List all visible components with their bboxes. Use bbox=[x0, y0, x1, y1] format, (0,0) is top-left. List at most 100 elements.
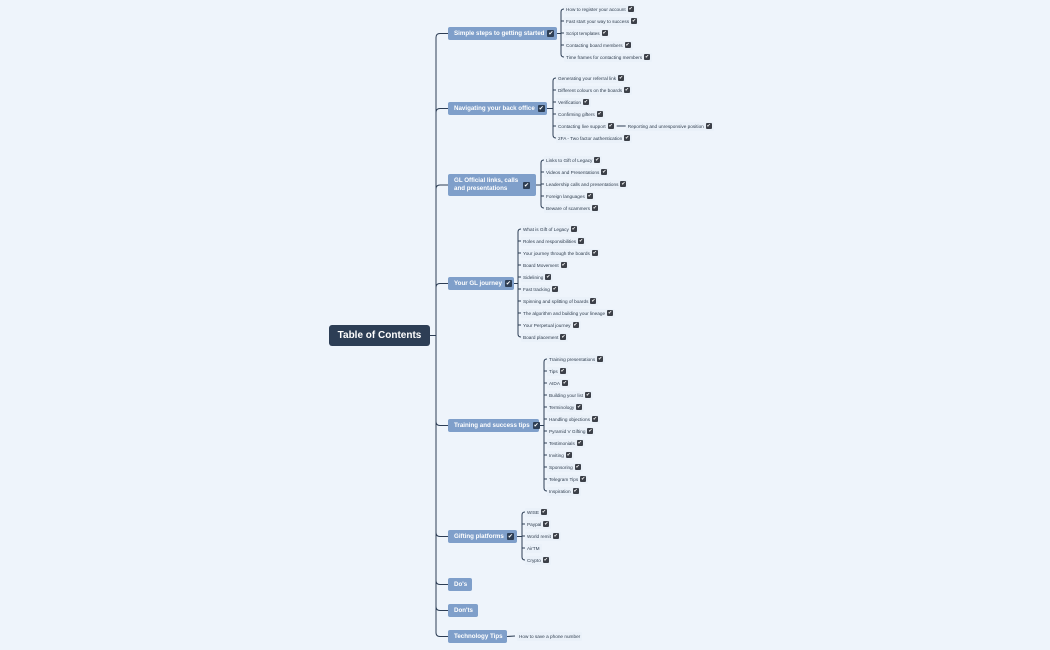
checkbox-checked-icon[interactable]: ✔ bbox=[506, 533, 514, 540]
topic-leaf[interactable]: Handling objections✔ bbox=[547, 414, 600, 424]
topic-leaf[interactable]: Verification✔ bbox=[556, 97, 591, 107]
topic-leaf[interactable]: Roles and responsibilities✔ bbox=[521, 236, 587, 246]
checkbox-checked-icon[interactable]: ✔ bbox=[580, 476, 587, 482]
branch-topic-b6[interactable]: Gifting platforms✔ bbox=[448, 530, 517, 543]
branch-topic-b3[interactable]: GL Official links, calls and presentatio… bbox=[448, 174, 536, 196]
topic-leaf[interactable]: Board Movement✔ bbox=[521, 260, 569, 270]
topic-leaf[interactable]: Time frames for contacting members✔ bbox=[564, 52, 653, 62]
checkbox-checked-icon[interactable]: ✔ bbox=[532, 422, 540, 429]
branch-topic-b8[interactable]: Don'ts bbox=[448, 604, 478, 617]
checkbox-checked-icon[interactable]: ✔ bbox=[592, 205, 599, 211]
checkbox-checked-icon[interactable]: ✔ bbox=[523, 181, 530, 189]
checkbox-checked-icon[interactable]: ✔ bbox=[620, 181, 627, 187]
topic-leaf[interactable]: World remit✔ bbox=[525, 531, 561, 541]
branch-topic-b5[interactable]: Training and success tips✔ bbox=[448, 419, 540, 432]
topic-leaf[interactable]: How to save a phone number bbox=[517, 631, 583, 641]
checkbox-checked-icon[interactable]: ✔ bbox=[601, 30, 608, 36]
checkbox-checked-icon[interactable]: ✔ bbox=[542, 557, 549, 563]
topic-leaf[interactable]: Different colours on the boards✔ bbox=[556, 85, 633, 95]
checkbox-checked-icon[interactable]: ✔ bbox=[590, 298, 597, 304]
topic-leaf[interactable]: Leadership calls and presentations✔ bbox=[544, 179, 629, 189]
checkbox-checked-icon[interactable]: ✔ bbox=[574, 464, 581, 470]
checkbox-checked-icon[interactable]: ✔ bbox=[705, 123, 712, 129]
topic-leaf[interactable]: Reporting and unresponsive position✔ bbox=[625, 121, 714, 131]
root-topic[interactable]: Table of Contents bbox=[329, 325, 430, 346]
checkbox-checked-icon[interactable]: ✔ bbox=[644, 54, 651, 60]
checkbox-checked-icon[interactable]: ✔ bbox=[504, 280, 512, 287]
topic-leaf[interactable]: Fast tracking✔ bbox=[521, 284, 560, 294]
checkbox-checked-icon[interactable]: ✔ bbox=[597, 356, 604, 362]
checkbox-checked-icon[interactable]: ✔ bbox=[591, 416, 598, 422]
branch-topic-b1[interactable]: Simple steps to getting started✔ bbox=[448, 27, 557, 40]
topic-leaf[interactable]: Pyramid V Gifting✔ bbox=[547, 426, 596, 436]
topic-leaf[interactable]: Crypto✔ bbox=[525, 555, 551, 565]
topic-leaf[interactable]: Videos and Presentations✔ bbox=[544, 167, 610, 177]
checkbox-checked-icon[interactable]: ✔ bbox=[576, 404, 583, 410]
checkbox-checked-icon[interactable]: ✔ bbox=[586, 193, 593, 199]
topic-leaf[interactable]: Sidelining✔ bbox=[521, 272, 554, 282]
checkbox-checked-icon[interactable]: ✔ bbox=[552, 533, 559, 539]
checkbox-checked-icon[interactable]: ✔ bbox=[572, 322, 579, 328]
checkbox-checked-icon[interactable]: ✔ bbox=[596, 111, 603, 117]
topic-leaf[interactable]: 2FA - Two factor authentication✔ bbox=[556, 133, 633, 143]
checkbox-checked-icon[interactable]: ✔ bbox=[607, 123, 614, 129]
checkbox-checked-icon[interactable]: ✔ bbox=[631, 18, 638, 24]
checkbox-checked-icon[interactable]: ✔ bbox=[627, 6, 634, 12]
topic-leaf[interactable]: Foreign languages✔ bbox=[544, 191, 595, 201]
topic-leaf[interactable]: What is Gift of Legacy✔ bbox=[521, 224, 579, 234]
topic-leaf[interactable]: Training presentations✔ bbox=[547, 354, 606, 364]
topic-leaf[interactable]: AirTM bbox=[525, 543, 542, 553]
topic-leaf[interactable]: Tips✔ bbox=[547, 366, 568, 376]
topic-leaf[interactable]: Beware of scammers✔ bbox=[544, 203, 601, 213]
checkbox-checked-icon[interactable]: ✔ bbox=[624, 42, 631, 48]
topic-leaf[interactable]: Inviting✔ bbox=[547, 450, 574, 460]
checkbox-checked-icon[interactable]: ✔ bbox=[594, 157, 601, 163]
topic-leaf[interactable]: Telegram Tips✔ bbox=[547, 474, 589, 484]
checkbox-checked-icon[interactable]: ✔ bbox=[570, 226, 577, 232]
topic-leaf[interactable]: Script templates✔ bbox=[564, 28, 610, 38]
checkbox-checked-icon[interactable]: ✔ bbox=[545, 274, 552, 280]
checkbox-checked-icon[interactable]: ✔ bbox=[547, 30, 555, 37]
topic-leaf[interactable]: Links to Gift of Legacy✔ bbox=[544, 155, 603, 165]
checkbox-checked-icon[interactable]: ✔ bbox=[587, 428, 594, 434]
checkbox-checked-icon[interactable]: ✔ bbox=[551, 286, 558, 292]
checkbox-checked-icon[interactable]: ✔ bbox=[582, 99, 589, 105]
topic-leaf[interactable]: Paypal✔ bbox=[525, 519, 552, 529]
branch-topic-b7[interactable]: Do's bbox=[448, 578, 472, 591]
topic-leaf[interactable]: Confirming gifters✔ bbox=[556, 109, 605, 119]
topic-leaf[interactable]: Inspiration✔ bbox=[547, 486, 581, 496]
checkbox-checked-icon[interactable]: ✔ bbox=[607, 310, 614, 316]
checkbox-checked-icon[interactable]: ✔ bbox=[624, 87, 631, 93]
checkbox-checked-icon[interactable]: ✔ bbox=[560, 262, 567, 268]
topic-leaf[interactable]: Generating your referral link✔ bbox=[556, 73, 627, 83]
topic-leaf[interactable]: WISE✔ bbox=[525, 507, 549, 517]
checkbox-checked-icon[interactable]: ✔ bbox=[540, 509, 547, 515]
checkbox-checked-icon[interactable]: ✔ bbox=[585, 392, 592, 398]
topic-leaf[interactable]: The algorithm and building your lineage✔ bbox=[521, 308, 616, 318]
topic-leaf[interactable]: Testimonials✔ bbox=[547, 438, 585, 448]
topic-leaf[interactable]: Sponsoring✔ bbox=[547, 462, 583, 472]
topic-leaf[interactable]: Your Perpetual journey✔ bbox=[521, 320, 581, 330]
checkbox-checked-icon[interactable]: ✔ bbox=[624, 135, 631, 141]
checkbox-checked-icon[interactable]: ✔ bbox=[561, 380, 568, 386]
branch-topic-b9[interactable]: Technology Tips bbox=[448, 630, 507, 643]
topic-leaf[interactable]: Fast start your way to success✔ bbox=[564, 16, 640, 26]
topic-leaf[interactable]: Contacting board members✔ bbox=[564, 40, 633, 50]
topic-leaf[interactable]: How to register your account✔ bbox=[564, 4, 636, 14]
topic-leaf[interactable]: Terminology✔ bbox=[547, 402, 585, 412]
checkbox-checked-icon[interactable]: ✔ bbox=[572, 488, 579, 494]
checkbox-checked-icon[interactable]: ✔ bbox=[559, 368, 566, 374]
topic-leaf[interactable]: Building your list✔ bbox=[547, 390, 594, 400]
checkbox-checked-icon[interactable]: ✔ bbox=[601, 169, 608, 175]
topic-leaf[interactable]: Spinning and splitting of boards✔ bbox=[521, 296, 599, 306]
topic-leaf[interactable]: AIDA✔ bbox=[547, 378, 570, 388]
checkbox-checked-icon[interactable]: ✔ bbox=[537, 105, 545, 112]
branch-topic-b2[interactable]: Navigating your back office✔ bbox=[448, 102, 547, 115]
checkbox-checked-icon[interactable]: ✔ bbox=[618, 75, 625, 81]
checkbox-checked-icon[interactable]: ✔ bbox=[560, 334, 567, 340]
topic-leaf[interactable]: Contacting live support✔ bbox=[556, 121, 616, 131]
branch-topic-b4[interactable]: Your GL journey✔ bbox=[448, 277, 514, 290]
checkbox-checked-icon[interactable]: ✔ bbox=[591, 250, 598, 256]
checkbox-checked-icon[interactable]: ✔ bbox=[578, 238, 585, 244]
topic-leaf[interactable]: Board placement✔ bbox=[521, 332, 569, 342]
